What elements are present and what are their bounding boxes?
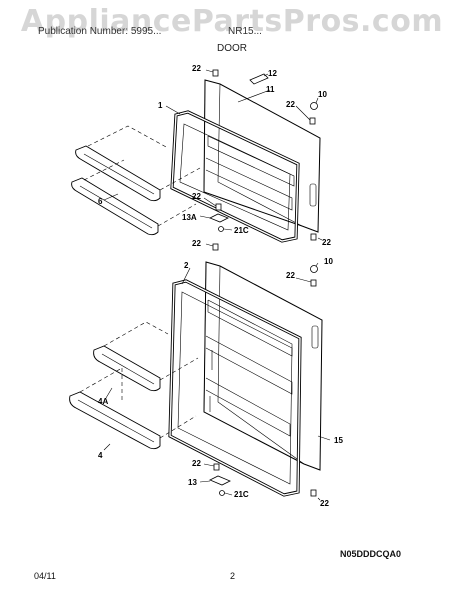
fresh-food-callouts: 22 2 10 22 4A 4 15 22 13 21C 22 <box>98 239 343 508</box>
callout-4a: 4A <box>98 397 108 406</box>
hinge-bushing-13a <box>209 213 229 223</box>
callout-22: 22 <box>192 239 201 248</box>
screw-22-lower-left <box>213 463 220 471</box>
screw-22-upper-right <box>310 279 317 287</box>
callout-11: 11 <box>266 85 275 94</box>
fresh-food-door-panel <box>203 261 323 471</box>
page-number: 2 <box>230 571 236 581</box>
screw-22-bottom-right <box>310 489 317 497</box>
hinge-cover-12 <box>249 73 269 85</box>
revision-date: 04/11 <box>34 571 56 581</box>
handle-plug-10 <box>310 265 318 273</box>
freezer-shelf-bins <box>71 125 201 236</box>
site-watermark: AppliancePartsPros.com <box>20 4 444 39</box>
callout-15: 15 <box>334 436 343 445</box>
publication-number: Publication Number: 5995... <box>38 26 162 37</box>
callout-22: 22 <box>286 271 295 280</box>
callout-22: 22 <box>320 499 329 508</box>
callout-21c: 21C <box>234 226 249 235</box>
screw-22-lower-left <box>215 203 222 211</box>
screw-22-bottom-right <box>310 233 317 241</box>
fresh-food-door-assembly <box>69 243 331 501</box>
freezer-callouts: 22 12 11 10 22 1 6 22 13A 21C 22 <box>98 64 331 247</box>
callout-2: 2 <box>184 261 189 270</box>
callout-22: 22 <box>192 64 201 73</box>
pin-21c <box>219 490 225 496</box>
callout-10: 10 <box>318 90 327 99</box>
callout-22: 22 <box>192 459 201 468</box>
callout-12: 12 <box>268 69 277 78</box>
callout-4: 4 <box>98 451 103 460</box>
hinge-bushing-13 <box>209 475 231 486</box>
callout-22: 22 <box>322 238 331 247</box>
door-stop-screw-top <box>212 243 219 251</box>
callout-21c: 21C <box>234 490 249 499</box>
handle-plug-10 <box>310 102 318 110</box>
section-title: DOOR <box>217 43 247 54</box>
callout-22: 22 <box>192 192 201 201</box>
door-stop-screw-top <box>212 69 219 77</box>
screw-22-upper-right <box>309 117 316 125</box>
model-number: NR15... <box>228 26 262 37</box>
callout-6: 6 <box>98 197 103 206</box>
callout-13a: 13A <box>182 213 197 222</box>
callout-13: 13 <box>188 478 197 487</box>
fresh-food-shelf-bins <box>69 321 199 450</box>
callout-10: 10 <box>324 257 333 266</box>
callout-22: 22 <box>286 100 295 109</box>
pin-21c <box>218 226 224 232</box>
callout-1: 1 <box>158 101 163 110</box>
freezer-door-assembly <box>71 69 323 243</box>
diagram-code: N05DDDCQA0 <box>340 549 402 559</box>
